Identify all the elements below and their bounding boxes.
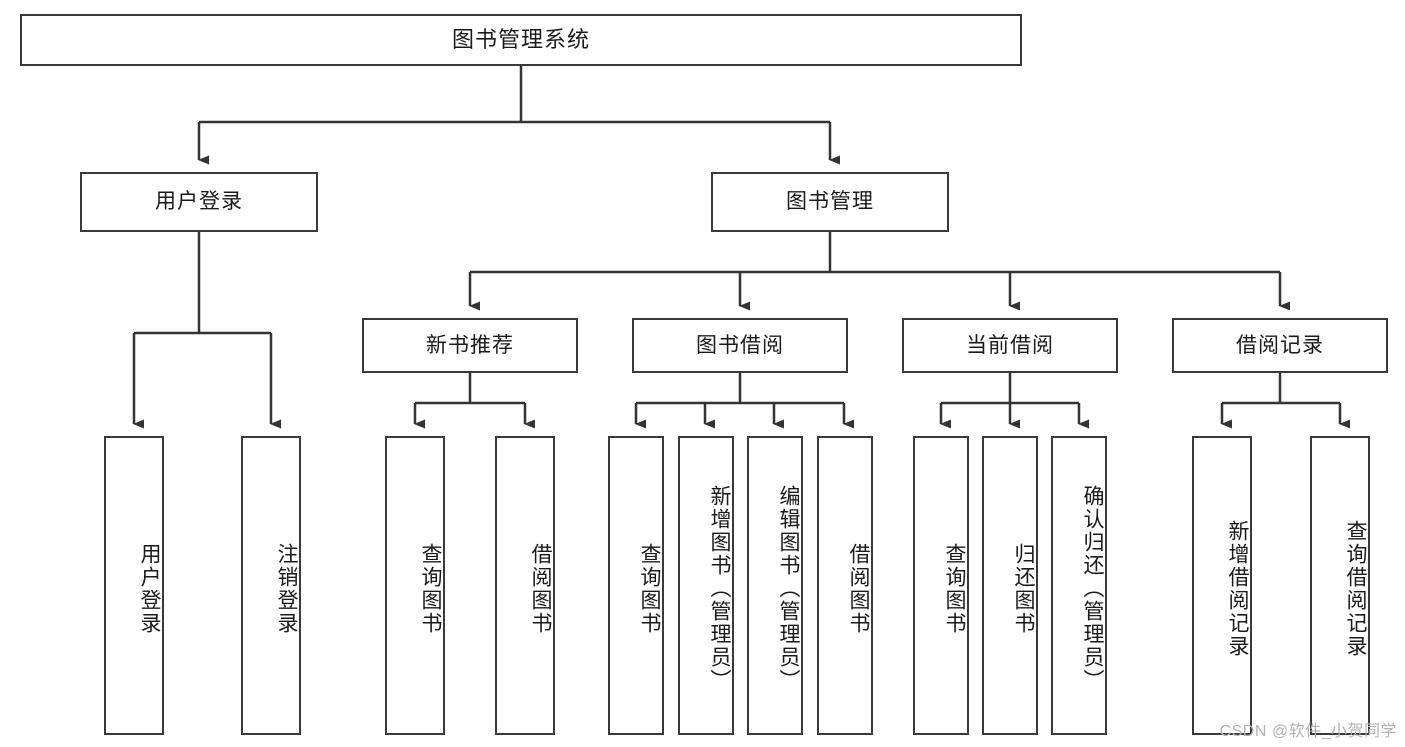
node-leaf-add-record[interactable]: 新增借阅记录 — [1192, 436, 1252, 735]
node-new-book-recommend-label: 新书推荐 — [426, 333, 514, 357]
node-leaf-borrow-book-2[interactable]: 借阅图书 — [817, 436, 873, 735]
node-leaf-user-logout-label: 注销登录 — [275, 542, 298, 635]
node-leaf-query-book-2-label: 查询图书 — [638, 542, 661, 635]
node-book-borrow-label: 图书借阅 — [696, 333, 784, 357]
node-new-book-recommend[interactable]: 新书推荐 — [362, 318, 578, 373]
node-current-borrow[interactable]: 当前借阅 — [902, 318, 1118, 373]
node-leaf-add-book-label: 新增图书（管理员） — [708, 485, 731, 692]
node-borrow-record-label: 借阅记录 — [1236, 333, 1324, 357]
node-leaf-add-book[interactable]: 新增图书（管理员） — [678, 436, 734, 735]
node-leaf-borrow-book-1[interactable]: 借阅图书 — [495, 436, 555, 735]
node-book-manage-label: 图书管理 — [786, 190, 874, 214]
node-leaf-add-record-label: 新增借阅记录 — [1226, 519, 1249, 658]
node-book-borrow[interactable]: 图书借阅 — [632, 318, 848, 373]
node-root[interactable]: 图书管理系统 — [20, 14, 1022, 66]
node-leaf-query-book-3-label: 查询图书 — [943, 542, 966, 635]
node-leaf-query-book-2[interactable]: 查询图书 — [608, 436, 664, 735]
node-leaf-return-book[interactable]: 归还图书 — [982, 436, 1038, 735]
node-borrow-record[interactable]: 借阅记录 — [1172, 318, 1388, 373]
node-leaf-edit-book-label: 编辑图书（管理员） — [777, 485, 800, 692]
node-leaf-confirm-return-label: 确认归还（管理员） — [1081, 485, 1104, 692]
node-user-login-label: 用户登录 — [155, 190, 243, 214]
node-leaf-user-logout[interactable]: 注销登录 — [241, 436, 301, 735]
node-user-login[interactable]: 用户登录 — [80, 172, 318, 232]
node-leaf-edit-book[interactable]: 编辑图书（管理员） — [747, 436, 803, 735]
node-leaf-query-book-1-label: 查询图书 — [419, 542, 442, 635]
node-current-borrow-label: 当前借阅 — [966, 333, 1054, 357]
node-leaf-user-login-label: 用户登录 — [138, 542, 161, 635]
node-leaf-query-book-1[interactable]: 查询图书 — [385, 436, 445, 735]
node-leaf-user-login[interactable]: 用户登录 — [104, 436, 164, 735]
node-root-label: 图书管理系统 — [451, 26, 590, 52]
node-leaf-return-book-label: 归还图书 — [1012, 542, 1035, 635]
node-leaf-borrow-book-2-label: 借阅图书 — [847, 542, 870, 635]
node-leaf-query-record-label: 查询借阅记录 — [1344, 519, 1367, 658]
node-leaf-confirm-return[interactable]: 确认归还（管理员） — [1051, 436, 1107, 735]
node-leaf-query-record[interactable]: 查询借阅记录 — [1310, 436, 1370, 735]
node-book-manage[interactable]: 图书管理 — [711, 172, 949, 232]
node-leaf-borrow-book-1-label: 借阅图书 — [529, 542, 552, 635]
watermark-text: CSDN @软件_小贺同学 — [1219, 723, 1397, 740]
node-leaf-query-book-3[interactable]: 查询图书 — [913, 436, 969, 735]
